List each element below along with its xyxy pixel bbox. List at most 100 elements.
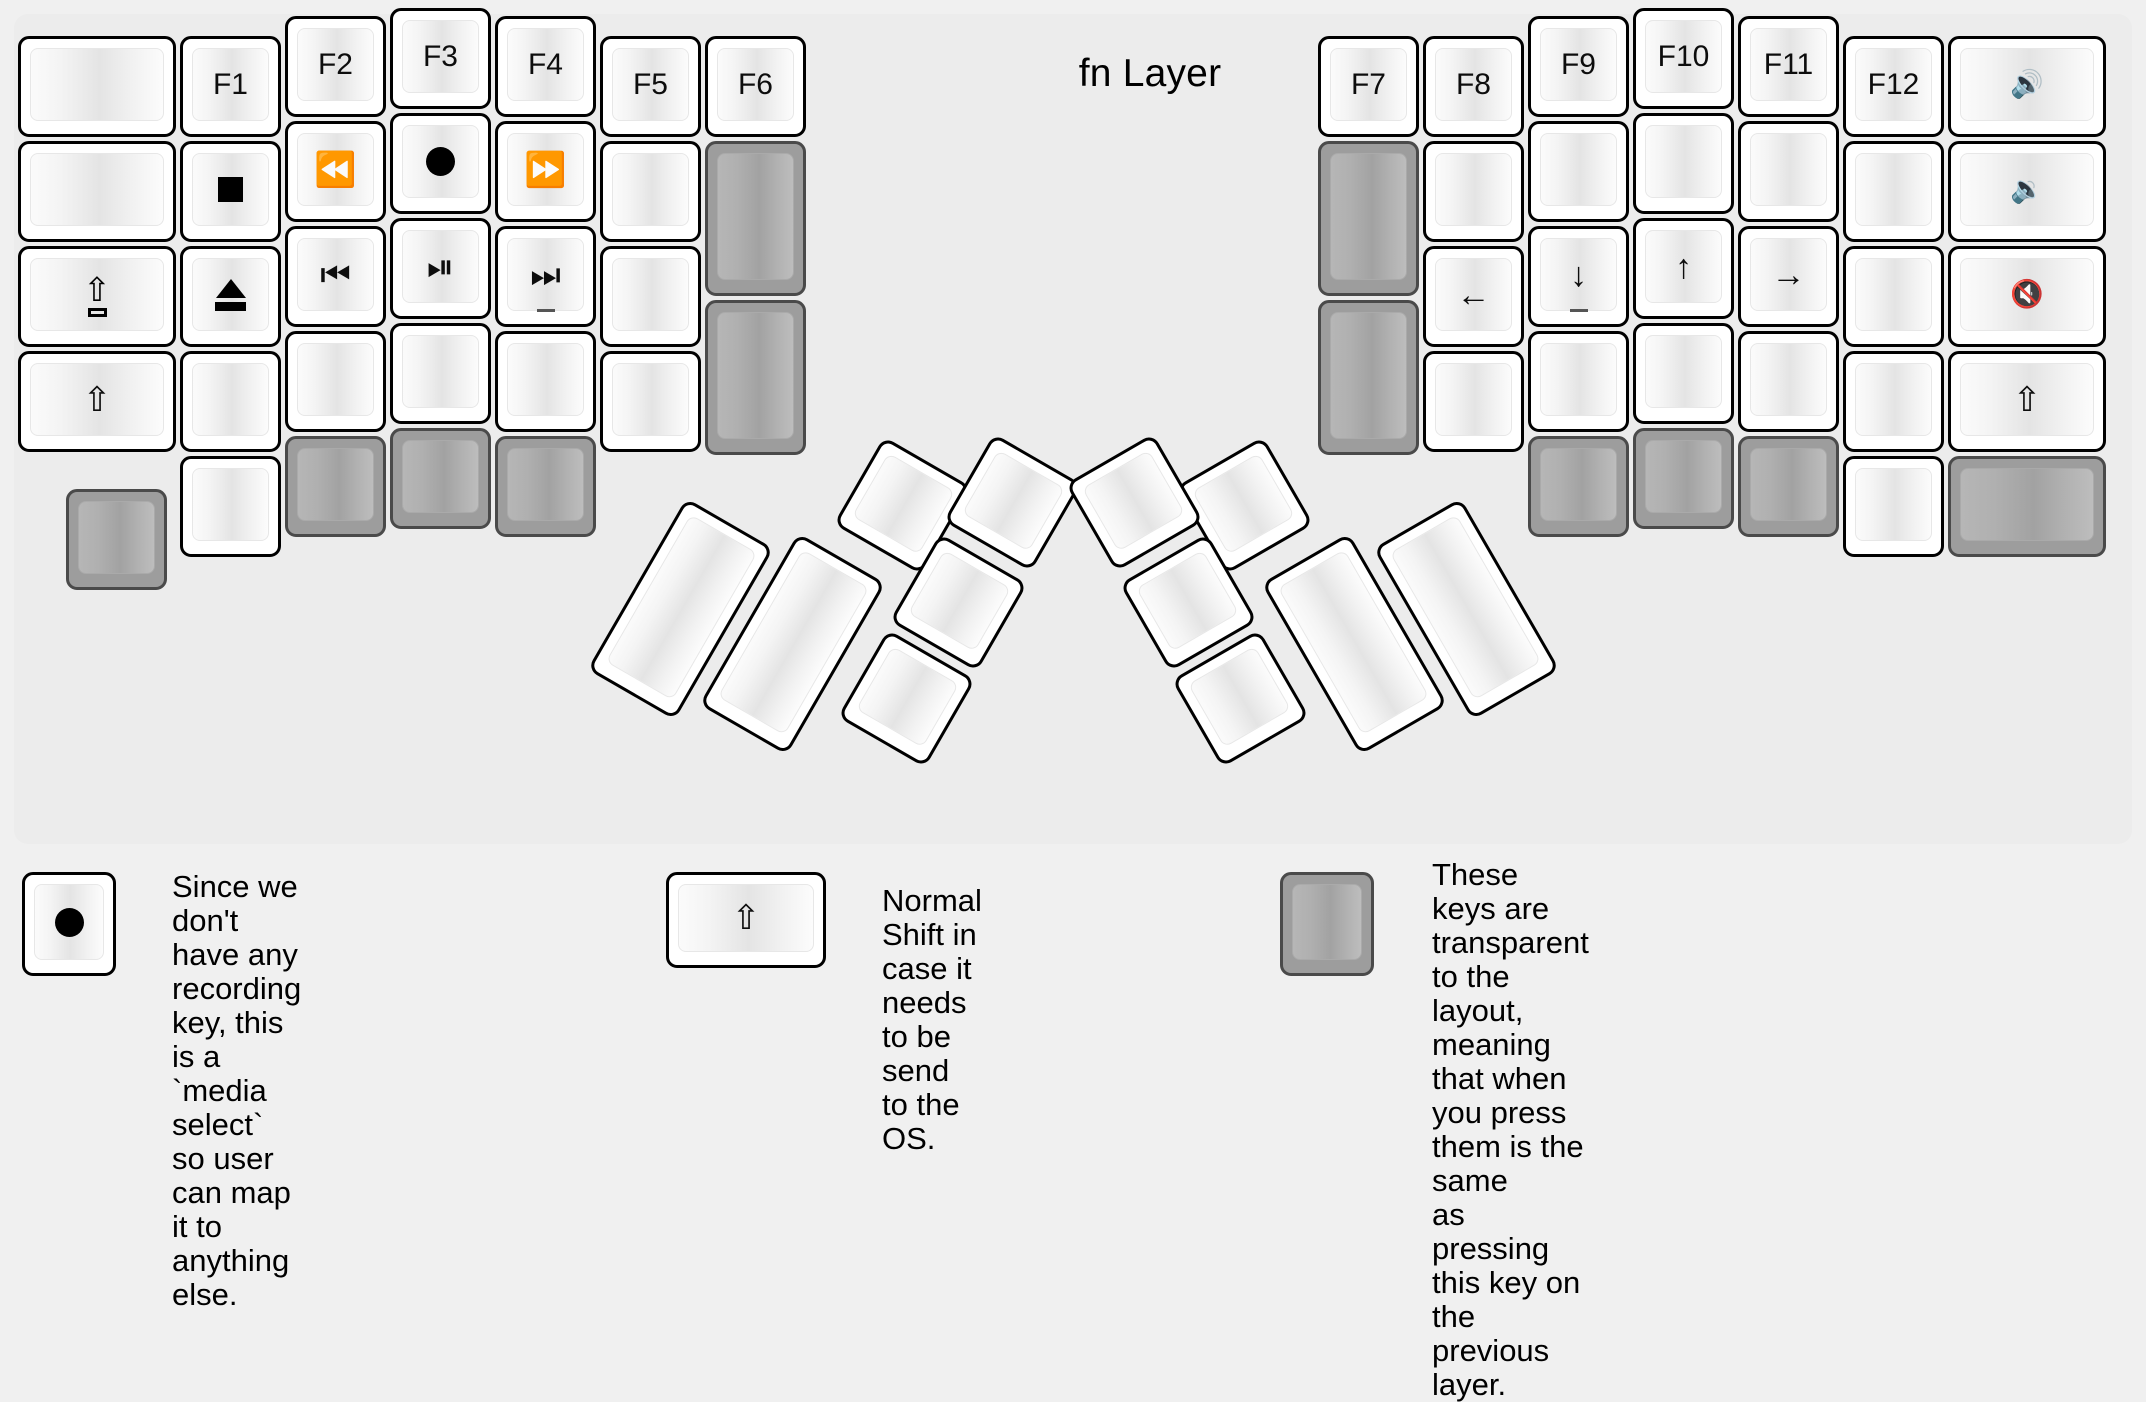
keycap-face [192, 468, 269, 541]
shift-icon[interactable]: ⇧ [1948, 351, 2106, 452]
transparent-key[interactable] [705, 300, 806, 455]
transparent-key[interactable] [1948, 456, 2106, 557]
shift-icon: ⇧ [82, 380, 112, 419]
keycap-face: ⏪ [297, 133, 374, 206]
media-stop-icon[interactable] [180, 141, 281, 242]
media-next-icon: ⏭ [530, 255, 561, 294]
key-f3[interactable]: F3 [390, 8, 491, 109]
transparent-key[interactable] [1738, 436, 1839, 537]
blank-key[interactable] [1528, 331, 1629, 432]
transparent-key[interactable] [705, 141, 806, 296]
media-next-icon[interactable]: ⏭ [495, 226, 596, 327]
blank-key[interactable] [1843, 351, 1944, 452]
keycap-face [1645, 125, 1722, 198]
arrow-down-icon[interactable]: ↓ [1528, 226, 1629, 327]
blank-key[interactable] [1843, 141, 1944, 242]
key-label: F5 [632, 67, 668, 101]
media-rewind-icon: ⏪ [314, 150, 357, 189]
media-fast-forward-icon[interactable]: ⏩ [495, 121, 596, 222]
media-rewind-icon[interactable]: ⏪ [285, 121, 386, 222]
keycap-face [402, 125, 479, 198]
blank-key[interactable] [1738, 121, 1839, 222]
media-eject-icon[interactable] [180, 246, 281, 347]
key-f10[interactable]: F10 [1633, 8, 1734, 109]
key-f1[interactable]: F1 [180, 36, 281, 137]
blank-key[interactable] [180, 456, 281, 557]
keycap-face: F11 [1750, 28, 1827, 101]
transparent-key[interactable] [66, 489, 167, 590]
keycap-face: F9 [1540, 28, 1617, 101]
media-fast-forward-icon: ⏩ [524, 150, 567, 189]
arrow-right-icon[interactable]: → [1738, 226, 1839, 327]
blank-key[interactable] [390, 323, 491, 424]
blank-key[interactable] [1843, 246, 1944, 347]
arrow-left-icon[interactable]: ← [1423, 246, 1524, 347]
key-f4[interactable]: F4 [495, 16, 596, 117]
keycap-face: ⇧ [1960, 363, 2094, 436]
blank-key[interactable] [285, 331, 386, 432]
blank-key[interactable] [600, 351, 701, 452]
blank-key[interactable] [1423, 351, 1524, 452]
transparent-key[interactable] [285, 436, 386, 537]
keycap-face: ⏮ [297, 238, 374, 311]
key-f6[interactable]: F6 [705, 36, 806, 137]
keycap-face: ⏯ [402, 230, 479, 303]
keycap-face [297, 343, 374, 416]
caps-lock-icon: ⇧ [83, 273, 111, 317]
keycap-face [612, 363, 689, 436]
media-play-pause-icon[interactable]: ⏯ [390, 218, 491, 319]
media-previous-icon[interactable]: ⏮ [285, 226, 386, 327]
keycap-face [402, 440, 479, 513]
blank-key[interactable] [1843, 456, 1944, 557]
blank-key[interactable] [1633, 113, 1734, 214]
transparent-key[interactable] [1318, 300, 1419, 455]
caps-lock-icon[interactable]: ⇧ [18, 246, 176, 347]
keycap-face [1645, 335, 1722, 408]
keycap-face [855, 645, 960, 748]
transparent-key[interactable] [390, 428, 491, 529]
keycap-face [30, 48, 164, 121]
shift-icon[interactable]: ⇧ [18, 351, 176, 452]
volume-mute-icon[interactable]: 🔇 [1948, 246, 2106, 347]
keycap-face [1292, 884, 1362, 960]
arrow-up-icon[interactable]: ↑ [1633, 218, 1734, 319]
blank-key[interactable] [18, 141, 176, 242]
volume-up-icon[interactable]: 🔊 [1948, 36, 2106, 137]
key-f2[interactable]: F2 [285, 16, 386, 117]
blank-key[interactable] [18, 36, 176, 137]
arrow-up-icon: ↑ [1675, 247, 1692, 286]
key-label: F7 [1350, 67, 1386, 101]
key-tick-mark [1569, 309, 1588, 312]
blank-key[interactable] [600, 246, 701, 347]
keycap-face: ↑ [1645, 230, 1722, 303]
blank-key[interactable] [495, 331, 596, 432]
blank-key[interactable] [1528, 121, 1629, 222]
keycap-face [1855, 258, 1932, 331]
blank-key[interactable] [1423, 141, 1524, 242]
keycap-face: F5 [612, 48, 689, 121]
blank-key[interactable] [1633, 323, 1734, 424]
media-record-icon [54, 907, 84, 937]
keycap-face: F1 [192, 48, 269, 121]
key-f9[interactable]: F9 [1528, 16, 1629, 117]
blank-key[interactable] [600, 141, 701, 242]
legend: Since we don't have any recording key, t… [0, 852, 2146, 1402]
keycap-face [961, 449, 1066, 552]
transparent-key[interactable] [495, 436, 596, 537]
media-record-icon[interactable] [390, 113, 491, 214]
key-label: F2 [317, 47, 353, 81]
volume-down-icon[interactable]: 🔉 [1948, 141, 2106, 242]
keycap-face [1750, 343, 1827, 416]
transparent-key[interactable] [1528, 436, 1629, 537]
keycap-face [30, 153, 164, 226]
transparent-key[interactable] [1633, 428, 1734, 529]
key-f11[interactable]: F11 [1738, 16, 1839, 117]
blank-key[interactable] [180, 351, 281, 452]
transparent-key-icon [1280, 872, 1374, 976]
key-f8[interactable]: F8 [1423, 36, 1524, 137]
key-f12[interactable]: F12 [1843, 36, 1944, 137]
key-f5[interactable]: F5 [600, 36, 701, 137]
transparent-key[interactable] [1318, 141, 1419, 296]
key-f7[interactable]: F7 [1318, 36, 1419, 137]
blank-key[interactable] [1738, 331, 1839, 432]
